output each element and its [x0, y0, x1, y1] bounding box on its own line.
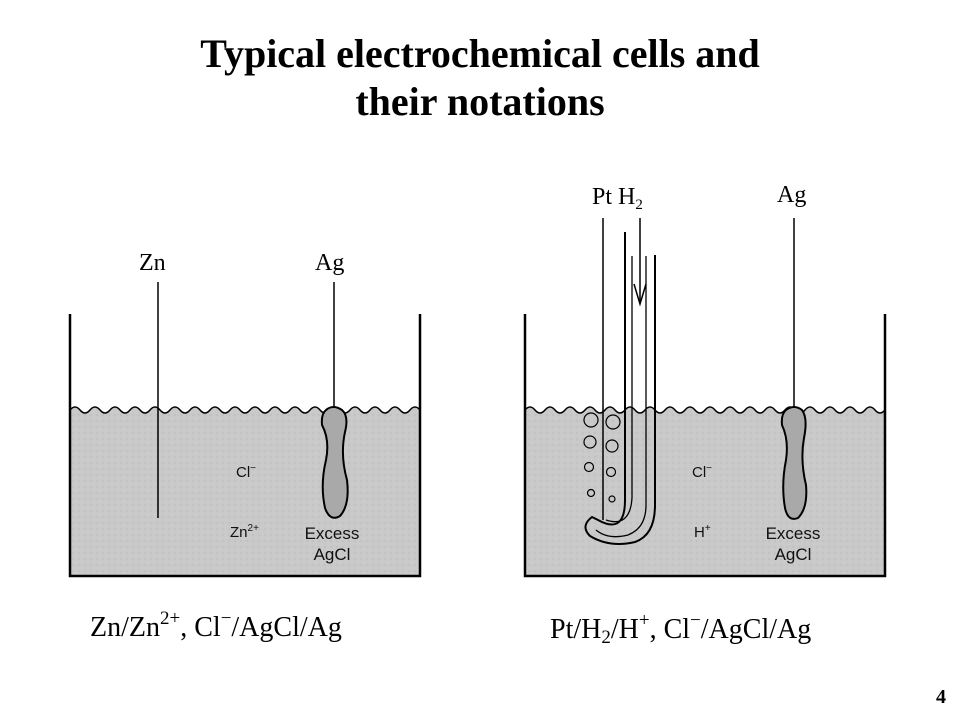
left-cell-solution — [69, 406, 421, 577]
h2-tube-inner — [595, 256, 647, 538]
left-beaker — [68, 314, 422, 578]
h2-bubble — [583, 435, 597, 449]
chloride-ion-label-right: Cl− — [692, 463, 713, 482]
h2-bubble — [586, 488, 596, 498]
chloride-ion-label-left: Cl− — [236, 463, 257, 482]
pt-h2-electrode-label: Pt H2 — [592, 184, 643, 213]
h2-bubble — [608, 495, 616, 503]
left-cell-notation: Zn/Zn2+, Cl−/AgCl/Ag — [90, 608, 342, 643]
left-cell — [68, 282, 422, 578]
right-beaker — [523, 314, 887, 578]
h2-tube-outer — [584, 232, 656, 545]
agcl-electrode-left — [320, 406, 349, 519]
h2-bubble — [583, 461, 595, 473]
slide-title-line-1: Typical electrochemical cells and — [200, 31, 760, 76]
h2-bubble — [605, 439, 619, 453]
excess-agcl-label-right: Excess AgCl — [765, 524, 821, 564]
h2-bubble — [583, 412, 599, 428]
page-number: 4 — [936, 686, 946, 708]
agcl-electrode-right — [780, 406, 808, 520]
slide-title-line-2: their notations — [355, 79, 605, 124]
zinc-ion-label: Zn2+ — [230, 523, 259, 542]
excess-agcl-label-left: Excess AgCl — [304, 524, 360, 564]
right-cell-solution — [524, 406, 886, 577]
h2-bubble — [605, 466, 617, 478]
h2-bubble — [605, 414, 621, 430]
right-cell-notation: Pt/H2/H+, Cl−/AgCl/Ag — [550, 610, 812, 648]
ag-electrode-label-right: Ag — [777, 182, 807, 208]
hydrogen-ion-label: H+ — [694, 523, 711, 542]
ag-electrode-label-left: Ag — [315, 250, 345, 276]
slide-title: Typical electrochemical cells and their … — [0, 30, 960, 126]
right-cell — [523, 218, 887, 578]
h2-flow-arrow-icon — [633, 283, 647, 307]
zn-electrode-label: Zn — [139, 250, 166, 276]
